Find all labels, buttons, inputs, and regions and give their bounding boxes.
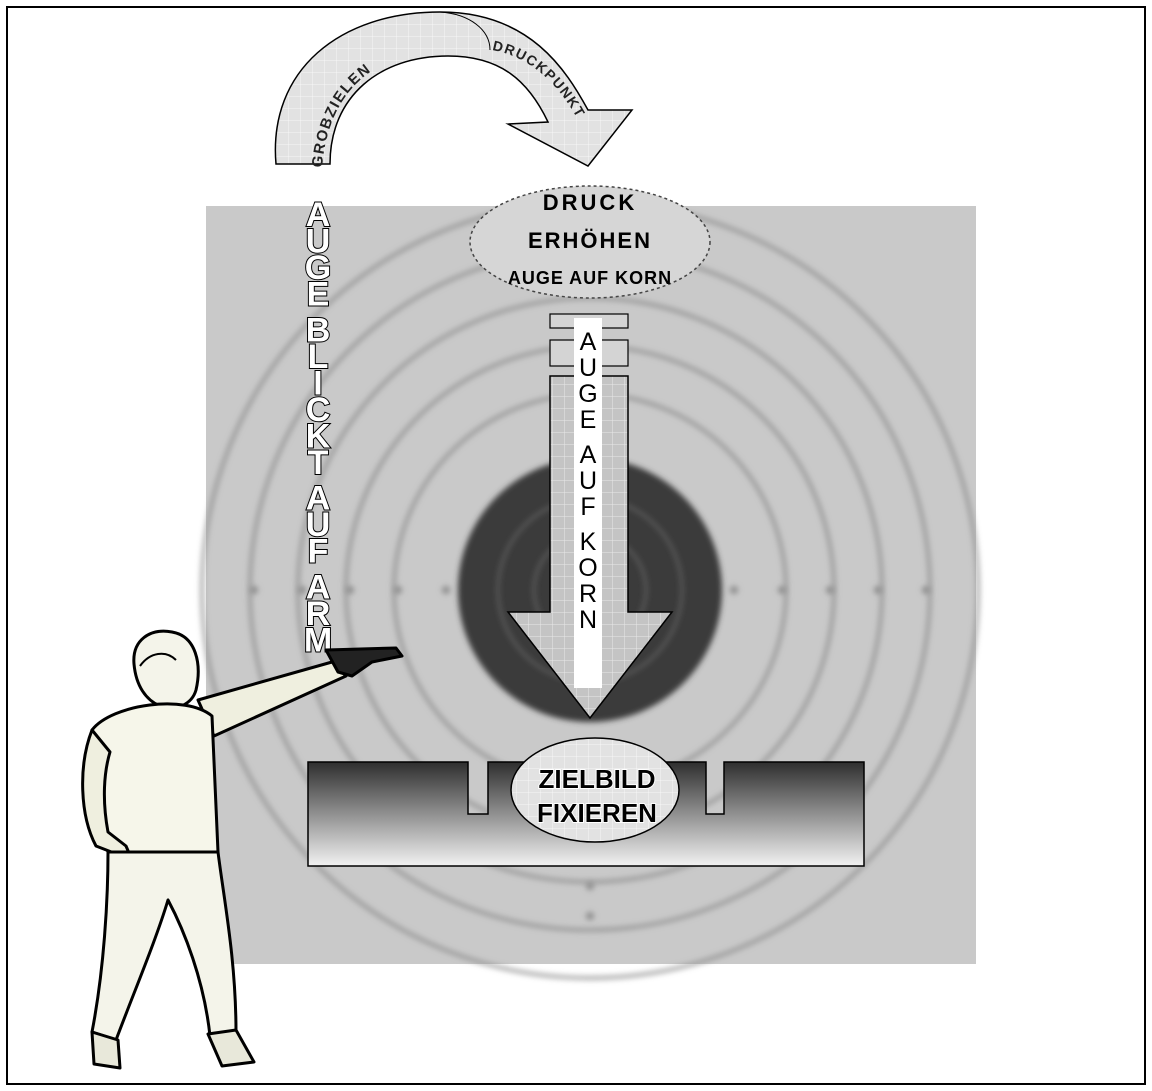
- curved-arrow: GROBZIELEN DRUCKPUNKT: [275, 12, 632, 168]
- ellipse-line-2: ERHÖHEN: [528, 228, 652, 253]
- pressure-ellipse: DRUCK ERHÖHEN AUGE AUF KORN: [470, 186, 710, 298]
- sight-label-line-1: ZIELBILD: [539, 764, 656, 794]
- ellipse-line-1: DRUCK: [543, 190, 637, 215]
- sight-label-line-2: FIXIEREN: [537, 798, 657, 828]
- ellipse-line-3: AUGE AUF KORN: [508, 268, 672, 288]
